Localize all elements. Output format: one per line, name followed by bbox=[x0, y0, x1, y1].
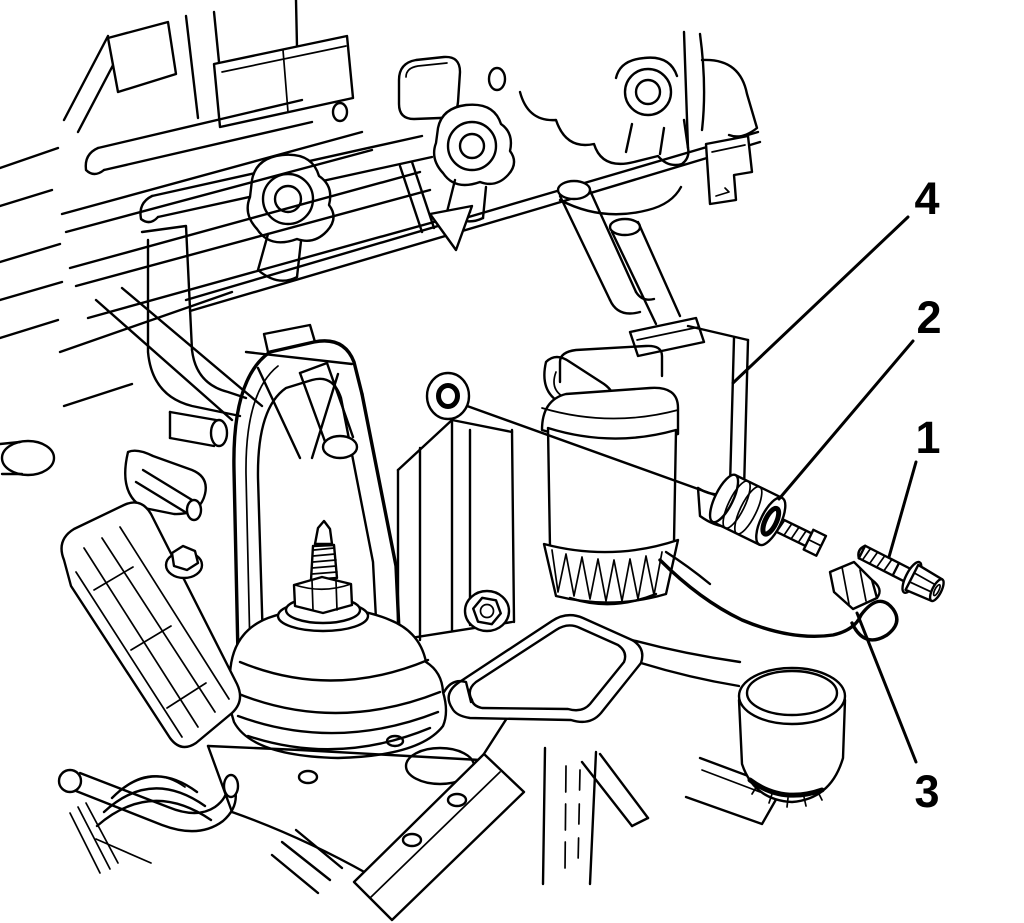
heater-hose bbox=[57, 768, 240, 874]
bolt-axis bbox=[454, 400, 728, 501]
callout-3-leader bbox=[855, 611, 918, 764]
hex-flange-bolt bbox=[857, 544, 945, 603]
callout-1-leader bbox=[887, 460, 918, 559]
mount-stud bbox=[292, 519, 354, 615]
engine-mount-dome bbox=[227, 595, 448, 760]
bushing bbox=[708, 473, 828, 557]
head-port-opening bbox=[397, 55, 462, 121]
starter-bolt-hex bbox=[472, 596, 502, 626]
stud-tip bbox=[313, 519, 334, 546]
callout-4-label: 4 bbox=[914, 173, 939, 224]
callouts: 1 2 3 4 bbox=[731, 173, 942, 817]
callout-3-label: 3 bbox=[914, 766, 939, 817]
callout-4-leader bbox=[731, 215, 910, 385]
oil-filter bbox=[540, 344, 680, 606]
subframe-bracket bbox=[442, 613, 847, 808]
cylinder-head bbox=[0, 0, 759, 340]
callout-2-leader bbox=[777, 339, 915, 501]
callout-1-label: 1 bbox=[915, 412, 940, 463]
notched-plate bbox=[704, 134, 754, 206]
engine-block bbox=[0, 130, 762, 528]
callout-2-label: 2 bbox=[916, 292, 941, 343]
nut-fitting bbox=[828, 560, 881, 611]
stud-hex-nut bbox=[292, 575, 354, 615]
heat-shield-plate bbox=[212, 34, 355, 129]
body-mount-cup bbox=[737, 666, 847, 808]
subframe-brace-bar bbox=[352, 752, 526, 922]
washer-grommet bbox=[425, 371, 471, 421]
